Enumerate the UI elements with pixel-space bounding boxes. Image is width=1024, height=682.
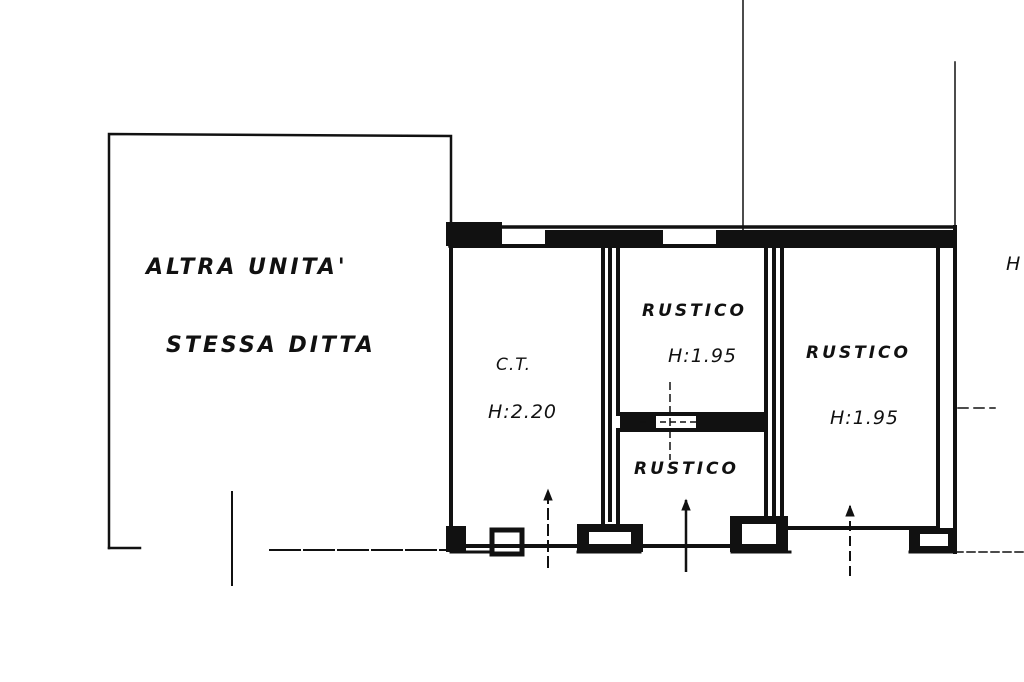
room-rustico-top-outline [616,244,768,416]
room-label-rustico-bottom: RUSTICO [634,459,739,479]
pier [620,414,656,430]
room-ct-outline [449,244,605,548]
room-label-rustico-top: RUSTICO [642,301,747,321]
other-unit-outline [107,132,453,550]
wall-block-inner [506,233,948,546]
pier [545,230,663,248]
room-height-ct: H:2.20 [488,401,557,423]
room-rustico-bottom-outline [616,428,768,548]
pier [446,222,502,246]
room-rustico-right-outline [780,244,940,530]
wall-lines [107,0,1024,586]
room-label-ct: C.T. [496,355,531,375]
room-height-rustico-right: H:1.95 [830,407,899,429]
pier [716,230,954,248]
chimney-block [489,527,525,557]
room-label-rustico-right: RUSTICO [806,343,911,363]
pier [696,414,768,430]
wall-blocks [446,222,957,552]
pier [446,526,466,552]
room-label-other-unit: ALTRA UNITA' [144,255,348,280]
edge-mark: H [1006,253,1021,275]
room-label-other-unit-line2: STESSA DITTA [166,333,376,358]
entry-markers [543,382,855,578]
room-height-rustico-top: H:1.95 [668,345,737,367]
